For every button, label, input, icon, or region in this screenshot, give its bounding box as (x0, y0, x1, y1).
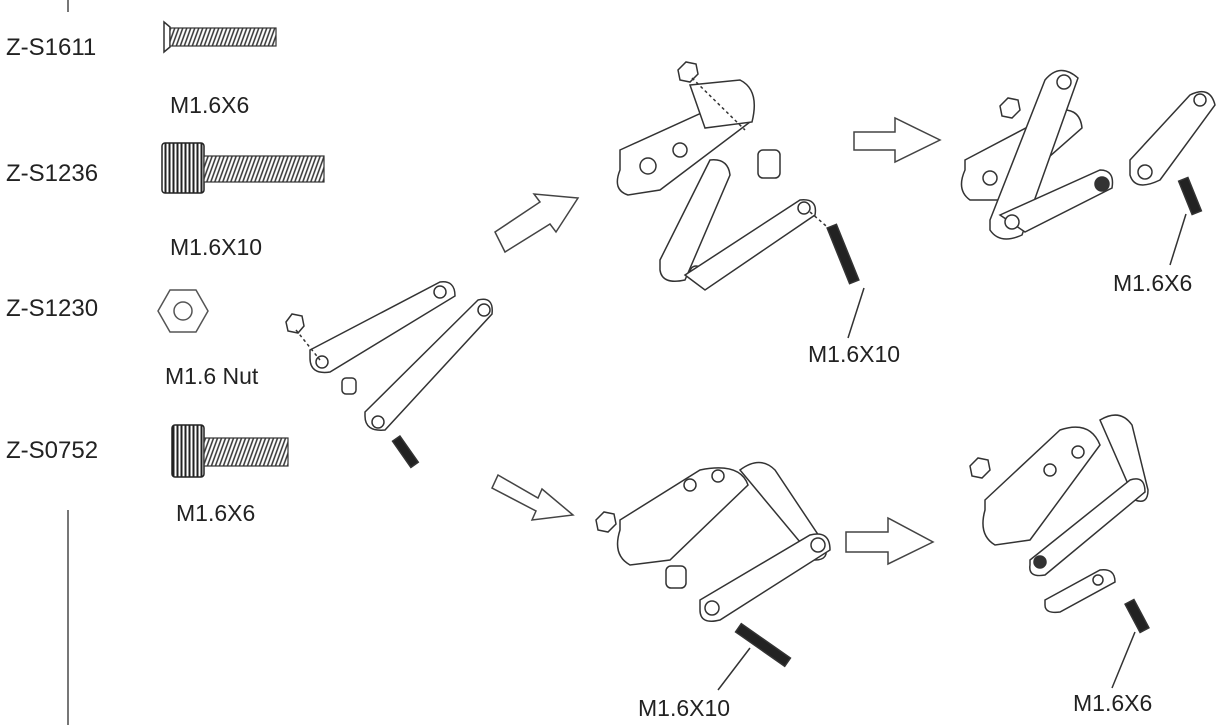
divider-line-bottom (67, 510, 69, 725)
linkage-assembly-step1 (285, 281, 493, 469)
arrow-icon (491, 473, 575, 521)
part-size-4: M1.6X6 (176, 500, 256, 526)
arrow-icon (845, 516, 935, 566)
callout-top-right: M1.6X6 (1113, 270, 1193, 296)
socket-cap-screw-icon (171, 424, 289, 478)
callout-leader (717, 647, 751, 691)
part-code-3: Z-S1230 (6, 295, 99, 322)
flat-head-screw-icon (163, 20, 277, 54)
part-code-1: Z-S1611 (6, 34, 97, 61)
arrow-icon (494, 193, 580, 254)
divider-line-top (67, 0, 69, 12)
part-size-3: M1.6 Nut (165, 363, 259, 389)
hex-nut-icon (157, 289, 209, 333)
part-code-4: Z-S0752 (6, 437, 99, 464)
part-size-1: M1.6X6 (170, 92, 250, 118)
callout-top-middle: M1.6X10 (808, 341, 901, 367)
callout-leader (847, 287, 865, 339)
callout-leader (1111, 631, 1136, 689)
bellcrank-assembly-final-bottom (969, 414, 1150, 634)
callout-bottom-middle: M1.6X10 (638, 695, 731, 721)
callout-bottom-right: M1.6X6 (1073, 690, 1153, 716)
bellcrank-assembly-bottom (595, 461, 831, 668)
socket-cap-screw-icon (161, 142, 325, 194)
part-code-2: Z-S1236 (6, 160, 99, 187)
callout-leader (1169, 213, 1187, 266)
arrow-icon (853, 116, 942, 164)
bellcrank-assembly-top (616, 61, 860, 291)
part-size-2: M1.6X10 (170, 234, 263, 260)
bellcrank-assembly-final-top (960, 69, 1216, 240)
